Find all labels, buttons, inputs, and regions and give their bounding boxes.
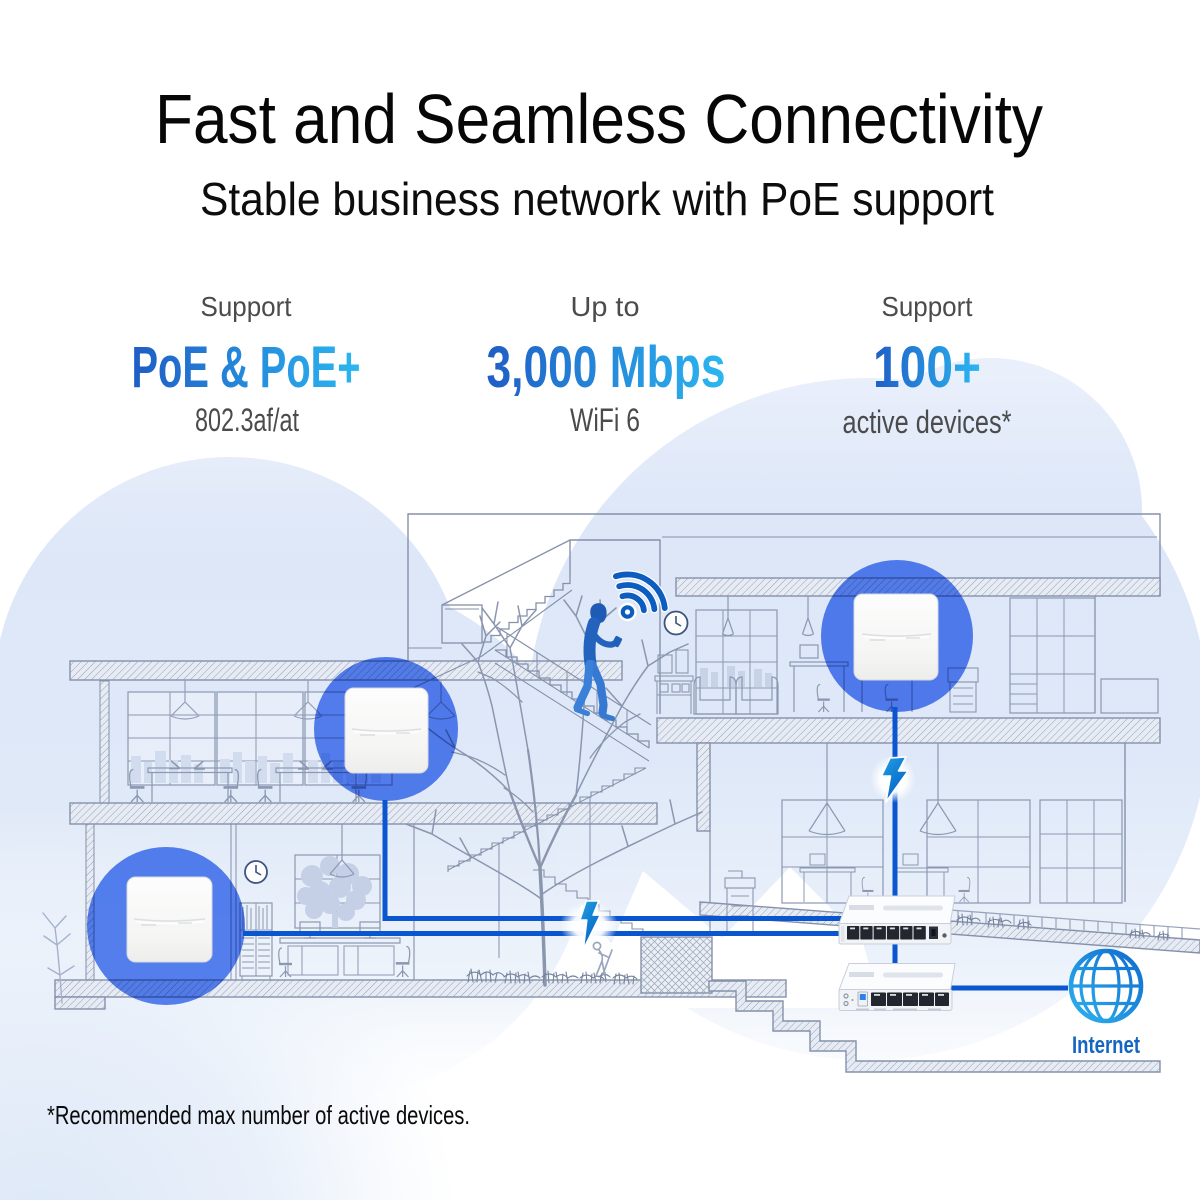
- svg-text:Internet: Internet: [1072, 1032, 1140, 1059]
- svg-text:3,000 Mbps: 3,000 Mbps: [487, 335, 726, 400]
- svg-text:PoE & PoE+: PoE & PoE+: [132, 335, 361, 400]
- svg-text:WiFi 6: WiFi 6: [570, 402, 640, 438]
- svg-text:Stable business network with P: Stable business network with PoE support: [200, 173, 994, 225]
- svg-text:802.3af/at: 802.3af/at: [195, 402, 299, 438]
- svg-text:100+: 100+: [873, 335, 981, 400]
- svg-text:Fast and Seamless Connectivity: Fast and Seamless Connectivity: [155, 80, 1043, 158]
- svg-text:*Recommended max number of act: *Recommended max number of active device…: [47, 1100, 470, 1130]
- svg-text:Support: Support: [882, 291, 973, 322]
- svg-text:Support: Support: [201, 291, 292, 322]
- svg-text:Up to: Up to: [571, 291, 640, 322]
- svg-text:active devices*: active devices*: [843, 404, 1012, 440]
